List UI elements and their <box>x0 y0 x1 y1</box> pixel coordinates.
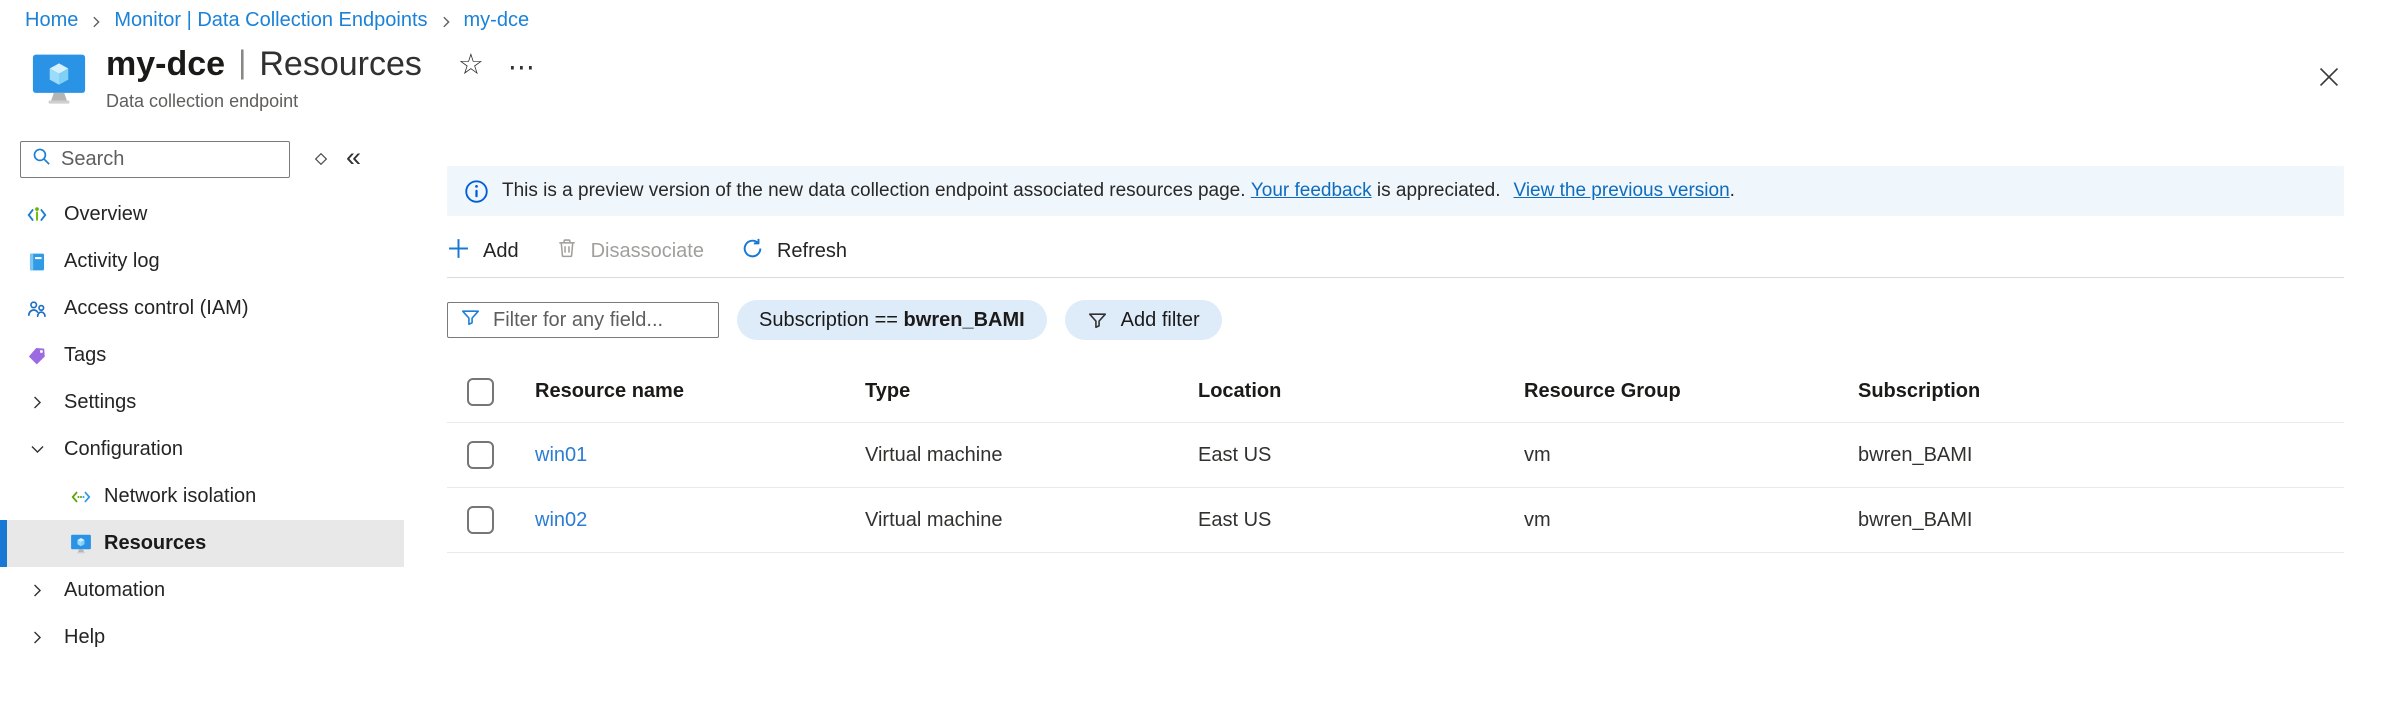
table-header-row: Resource name Type Location Resource Gro… <box>447 361 2344 423</box>
filter-any-field-input[interactable] <box>493 308 706 332</box>
sidebar-item-label: Resources <box>104 532 207 554</box>
sidebar-item-resources[interactable]: Resources <box>0 520 404 567</box>
plus-icon <box>447 237 470 266</box>
sidebar-item-label: Tags <box>64 344 107 366</box>
table-row: win02 Virtual machine East US vm bwren_B… <box>447 488 2344 553</box>
resource-name-link[interactable]: win02 <box>535 508 588 531</box>
sidebar-item-settings[interactable]: Settings <box>0 379 404 426</box>
chevron-down-icon <box>28 441 46 458</box>
add-button[interactable]: Add <box>447 237 519 266</box>
command-toolbar: Add Disassociate Refresh <box>447 231 2344 271</box>
sidebar-item-label: Network isolation <box>104 485 257 507</box>
sidebar-item-help[interactable]: Help <box>0 614 404 661</box>
sidebar-item-label: Settings <box>64 391 137 413</box>
page-title: my-dce <box>106 44 226 83</box>
banner-period: . <box>1729 180 1735 201</box>
overview-icon <box>26 204 48 226</box>
sidebar-item-activity-log[interactable]: Activity log <box>0 238 404 285</box>
sidebar-item-automation[interactable]: Automation <box>0 567 404 614</box>
row-checkbox[interactable] <box>467 506 494 534</box>
title-separator: | <box>238 44 247 80</box>
sidebar-item-label: Automation <box>64 579 166 601</box>
breadcrumb-monitor-link[interactable]: Monitor | Data Collection Endpoints <box>114 9 428 31</box>
sidebar-item-configuration[interactable]: Configuration <box>0 426 404 473</box>
add-filter-funnel-icon <box>1087 310 1108 331</box>
breadcrumb-mydce-link[interactable]: my-dce <box>463 9 530 31</box>
sidebar-item-network-isolation[interactable]: Network isolation <box>0 473 404 520</box>
sidebar-nav: Overview Activity log Acces <box>0 191 404 661</box>
cell-location: East US <box>1198 508 1272 531</box>
sidebar-item-label: Configuration <box>64 438 183 460</box>
column-header-subscription: Subscription <box>1858 380 1981 402</box>
row-checkbox[interactable] <box>467 441 494 469</box>
close-icon[interactable] <box>2310 58 2348 96</box>
sidebar-item-label: Access control (IAM) <box>64 297 249 319</box>
banner-message: This is a preview version of the new dat… <box>502 180 1246 201</box>
column-header-resource-group: Resource Group <box>1524 380 1681 402</box>
monitor-icon <box>70 532 92 556</box>
sidebar-search-input[interactable] <box>61 147 279 171</box>
page-section-title: Resources <box>259 44 422 83</box>
table-row: win01 Virtual machine East US vm bwren_B… <box>447 423 2344 488</box>
refresh-icon <box>741 237 764 266</box>
add-filter-pill[interactable]: Add filter <box>1064 300 1222 340</box>
cell-type: Virtual machine <box>865 508 1003 531</box>
sidebar-item-label: Overview <box>64 203 148 225</box>
info-icon <box>464 179 489 204</box>
column-header-resource-name: Resource name <box>535 380 684 402</box>
resource-menu-sidebar: « Overview Activity log <box>0 140 404 709</box>
column-header-location: Location <box>1198 380 1282 402</box>
breadcrumb-home-link[interactable]: Home <box>25 9 79 31</box>
cell-type: Virtual machine <box>865 443 1003 466</box>
search-icon <box>31 146 52 172</box>
cell-resource-group: vm <box>1524 443 1551 466</box>
preview-info-banner: This is a preview version of the new dat… <box>447 166 2344 216</box>
breadcrumb-separator-icon <box>439 15 453 29</box>
more-options-icon[interactable]: ⋯ <box>507 51 536 82</box>
sidebar-item-label: Help <box>64 626 106 648</box>
cell-resource-group: vm <box>1524 508 1551 531</box>
filter-funnel-icon <box>460 307 481 333</box>
disassociate-button[interactable]: Disassociate <box>556 237 704 265</box>
cell-location: East US <box>1198 443 1272 466</box>
filter-search-box <box>447 302 719 338</box>
banner-message-suffix: is appreciated. <box>1371 180 1501 201</box>
collapse-sidebar-icon[interactable]: « <box>346 143 361 175</box>
cell-subscription: bwren_BAMI <box>1858 443 1973 466</box>
tag-icon <box>26 345 48 367</box>
subscription-filter-pill[interactable]: Subscription == bwren_BAMI <box>737 300 1047 340</box>
your-feedback-link[interactable]: Your feedback <box>1250 180 1372 201</box>
data-collection-endpoint-icon <box>30 50 88 108</box>
access-control-icon <box>26 298 48 320</box>
diamond-pin-icon[interactable] <box>312 150 330 168</box>
sidebar-item-label: Activity log <box>64 250 160 272</box>
chevron-right-icon <box>28 629 46 646</box>
sidebar-search-box <box>20 140 290 178</box>
trash-icon <box>556 237 578 265</box>
breadcrumb-separator-icon <box>89 15 103 29</box>
chevron-right-icon <box>28 582 46 599</box>
cell-subscription: bwren_BAMI <box>1858 508 1973 531</box>
favorite-star-icon[interactable]: ☆ <box>457 48 484 81</box>
filter-bar: Subscription == bwren_BAMI Add filter <box>447 300 2344 340</box>
sidebar-item-tags[interactable]: Tags <box>0 332 404 379</box>
toolbar-divider <box>447 277 2344 278</box>
activity-log-icon <box>26 251 48 273</box>
sidebar-item-access-control[interactable]: Access control (IAM) <box>0 285 404 332</box>
resource-type-subtitle: Data collection endpoint <box>106 91 299 111</box>
refresh-button[interactable]: Refresh <box>741 237 847 266</box>
select-all-checkbox[interactable] <box>467 377 494 406</box>
network-isolation-icon <box>70 486 92 508</box>
page-header: my-dce | Resources ☆ ⋯ Data collection e… <box>30 44 536 112</box>
chevron-right-icon <box>28 394 46 411</box>
column-header-type: Type <box>865 380 911 402</box>
main-content: This is a preview version of the new dat… <box>447 140 2344 553</box>
resource-name-link[interactable]: win01 <box>535 443 588 466</box>
breadcrumb: Home Monitor | Data Collection Endpoints… <box>25 9 529 32</box>
previous-version-link[interactable]: View the previous version <box>1513 180 1730 201</box>
sidebar-item-overview[interactable]: Overview <box>0 191 404 238</box>
resources-table: Resource name Type Location Resource Gro… <box>447 361 2344 553</box>
